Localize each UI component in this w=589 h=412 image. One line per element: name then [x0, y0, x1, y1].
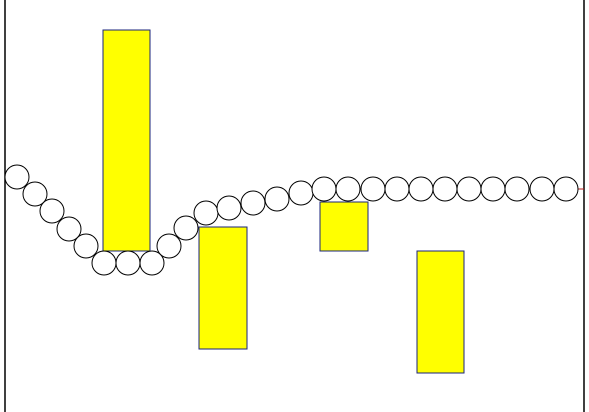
- chain-bead[interactable]: [504, 176, 530, 202]
- chain-bead[interactable]: [216, 195, 242, 221]
- chain-bead[interactable]: [56, 216, 82, 242]
- blocks-layer: [102, 29, 465, 374]
- chain-bead[interactable]: [193, 200, 219, 226]
- yellow-block-4: [416, 250, 465, 374]
- chain-bead[interactable]: [39, 198, 65, 224]
- yellow-block-3: [319, 201, 369, 252]
- chain-bead[interactable]: [240, 190, 266, 216]
- chain-bead[interactable]: [156, 233, 182, 259]
- chain-bead[interactable]: [432, 176, 458, 202]
- chain-bead[interactable]: [264, 186, 290, 212]
- chain-bead[interactable]: [335, 176, 361, 202]
- chain-bead[interactable]: [91, 250, 117, 276]
- yellow-block-1: [102, 29, 151, 252]
- chain-bead[interactable]: [408, 176, 434, 202]
- chain-bead[interactable]: [360, 176, 386, 202]
- chain-bead[interactable]: [4, 164, 30, 190]
- chain-bead[interactable]: [73, 233, 99, 259]
- chain-bead[interactable]: [384, 176, 410, 202]
- chain-bead[interactable]: [22, 181, 48, 207]
- chain-bead[interactable]: [173, 215, 199, 241]
- bead-chain[interactable]: [4, 164, 579, 276]
- chain-bead[interactable]: [553, 176, 579, 202]
- chain-bead[interactable]: [456, 176, 482, 202]
- chain-bead[interactable]: [480, 176, 506, 202]
- chain-bead[interactable]: [139, 250, 165, 276]
- chain-bead[interactable]: [115, 250, 141, 276]
- yellow-block-2: [198, 226, 248, 350]
- chain-bead[interactable]: [288, 180, 314, 206]
- chain-bead[interactable]: [311, 176, 337, 202]
- chain-bead[interactable]: [529, 176, 555, 202]
